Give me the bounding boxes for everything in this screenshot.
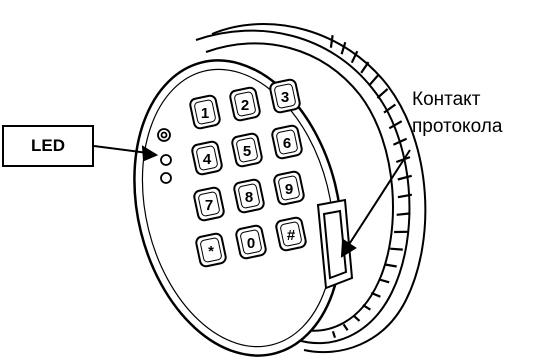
keypad-key-star[interactable]: * (195, 233, 227, 268)
keypad-key-label: 1 (201, 105, 209, 122)
dial-ridge (361, 62, 368, 73)
keypad-key-label: 6 (283, 135, 291, 152)
dial-ridge (379, 279, 390, 282)
keypad-key-hash[interactable]: # (275, 217, 307, 252)
keypad-key-label: 9 (285, 181, 293, 198)
keypad-key-8[interactable]: 8 (233, 179, 265, 214)
dial-ridges (331, 35, 412, 338)
dial-ridge (344, 324, 348, 330)
dial-ridge (397, 213, 411, 214)
led-dot-icon (161, 155, 171, 165)
keypad-key-7[interactable]: 7 (193, 187, 225, 222)
contact-label-line1: Контакт (412, 86, 540, 113)
keypad-key-label: 8 (245, 189, 253, 206)
dial-ridge (398, 176, 412, 180)
led-label: LED (2, 125, 94, 167)
keypad-key-4[interactable]: 4 (191, 141, 223, 176)
keypad-key-label: # (287, 227, 296, 244)
led-dot-icon (161, 173, 171, 183)
dial-ridge (363, 305, 371, 310)
dial-ridge (370, 75, 379, 85)
keypad-key-label: 4 (203, 151, 212, 168)
keypad-key-0[interactable]: 0 (235, 225, 267, 260)
keypad-key-5[interactable]: 5 (231, 133, 263, 168)
dial-ridge (385, 265, 397, 267)
keypad-key-label: 3 (281, 89, 289, 106)
dial-ridge (342, 42, 346, 54)
keypad-key-2[interactable]: 2 (229, 87, 261, 122)
dial-ridge (354, 316, 360, 321)
dial-ridge (331, 35, 333, 48)
keypad-key-label: * (208, 243, 214, 260)
contact-pointer-arrow (342, 150, 410, 256)
keypad-key-label: 5 (243, 143, 251, 160)
dial-ridge (377, 89, 387, 98)
contact-label-line2: протокола (412, 113, 540, 140)
keypad-key-6[interactable]: 6 (271, 125, 303, 160)
keypad-key-1[interactable]: 1 (189, 95, 221, 130)
dial-ridge (390, 249, 403, 250)
dial-ridge (333, 331, 335, 337)
keypad-key-label: 7 (205, 197, 213, 214)
keypad-key-3[interactable]: 3 (269, 79, 301, 114)
keypad-key-9[interactable]: 9 (273, 171, 305, 206)
protocol-contact-label: Контакт протокола (412, 86, 540, 140)
keypad-key-label: 0 (247, 235, 255, 252)
keypad-key-label: 2 (241, 97, 249, 114)
